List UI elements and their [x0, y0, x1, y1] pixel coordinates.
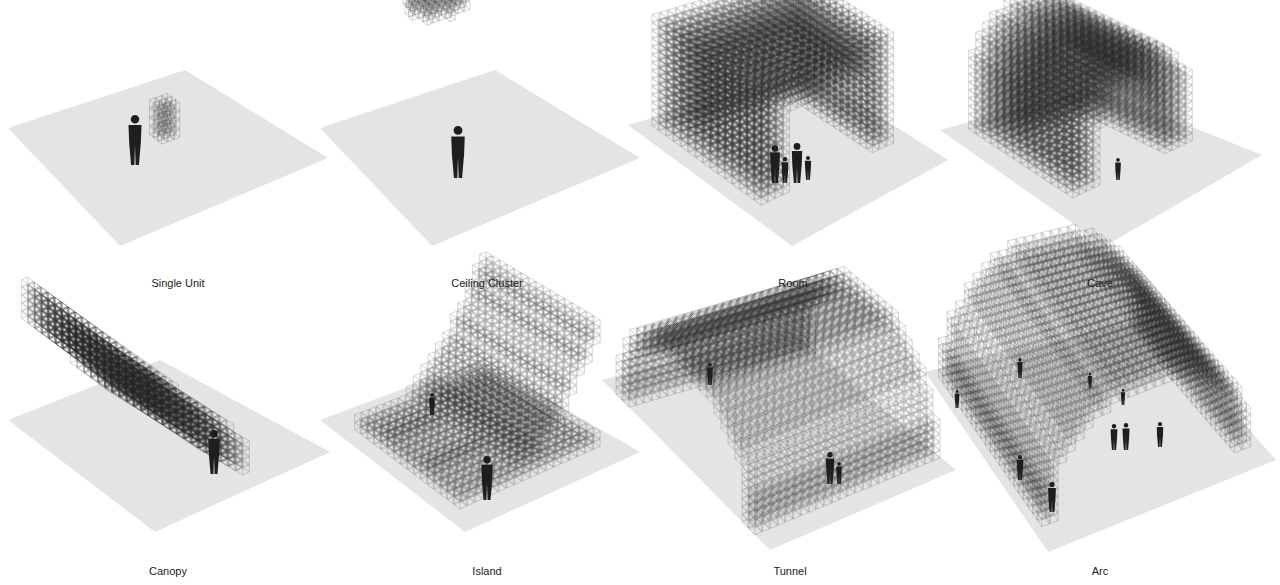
- lattice-structure: [150, 93, 180, 144]
- lattice-structure: [969, 0, 1193, 198]
- human-silhouette: [1115, 158, 1121, 180]
- lattice-structure: [22, 277, 250, 475]
- human-silhouette: [955, 390, 960, 408]
- human-silhouette: [1121, 389, 1125, 405]
- panel-caption: Canopy: [149, 565, 187, 578]
- human-silhouette: [770, 145, 780, 183]
- panel-caption: Arc: [1092, 565, 1109, 578]
- human-silhouette: [826, 452, 834, 484]
- human-silhouette: [1157, 422, 1164, 447]
- human-silhouette: [451, 126, 465, 178]
- human-silhouette: [1017, 358, 1022, 378]
- lattice-structure: [938, 224, 1250, 527]
- lattice-structure: [652, 0, 894, 205]
- lattice-structure: [355, 252, 601, 509]
- lattice-structure: [616, 266, 940, 535]
- floor-plane: [8, 70, 328, 246]
- human-silhouette: [805, 156, 811, 180]
- panel-caption: Cave: [1087, 277, 1113, 290]
- human-silhouette: [1088, 373, 1092, 388]
- human-silhouette: [429, 393, 435, 415]
- panel-caption: Single Unit: [151, 277, 204, 290]
- human-silhouette: [1048, 482, 1056, 512]
- human-silhouette: [481, 456, 492, 500]
- human-silhouette: [836, 462, 842, 484]
- human-silhouette: [208, 430, 219, 474]
- human-silhouette: [1122, 423, 1129, 450]
- human-silhouette: [1017, 455, 1024, 480]
- panel-caption: Island: [472, 565, 501, 578]
- lattice-structure: [403, 0, 470, 25]
- panel-caption: Room: [778, 277, 807, 290]
- human-silhouette: [1111, 424, 1118, 450]
- panel-caption: Ceiling Cluster: [451, 277, 523, 290]
- panel-caption: Tunnel: [773, 565, 806, 578]
- human-silhouette: [129, 115, 142, 165]
- human-silhouette: [792, 143, 802, 183]
- human-silhouette: [707, 363, 713, 385]
- floor-plane: [320, 70, 640, 246]
- human-silhouette: [782, 157, 789, 183]
